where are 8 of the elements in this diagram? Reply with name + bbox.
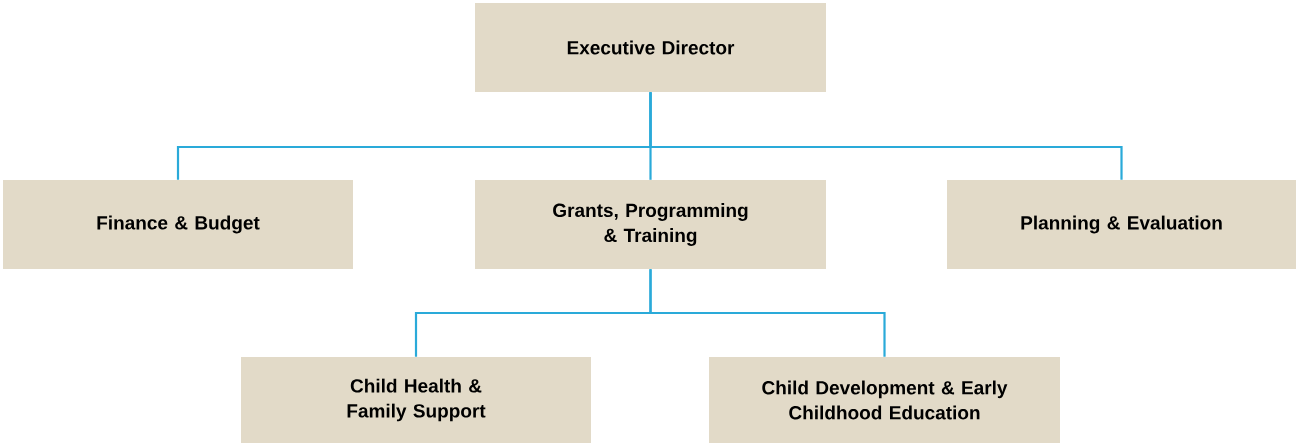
- org-box: Child Development & Early Childhood Education: [709, 357, 1060, 443]
- org-box: Child Health & Family Support: [241, 357, 591, 443]
- org-box: Finance & Budget: [3, 180, 353, 269]
- connector-line: [649, 269, 886, 357]
- org-box: Executive Director: [475, 3, 826, 92]
- org-box: Grants, Programming & Training: [475, 180, 826, 269]
- connector-line: [649, 92, 1123, 180]
- org-box: Planning & Evaluation: [947, 180, 1296, 269]
